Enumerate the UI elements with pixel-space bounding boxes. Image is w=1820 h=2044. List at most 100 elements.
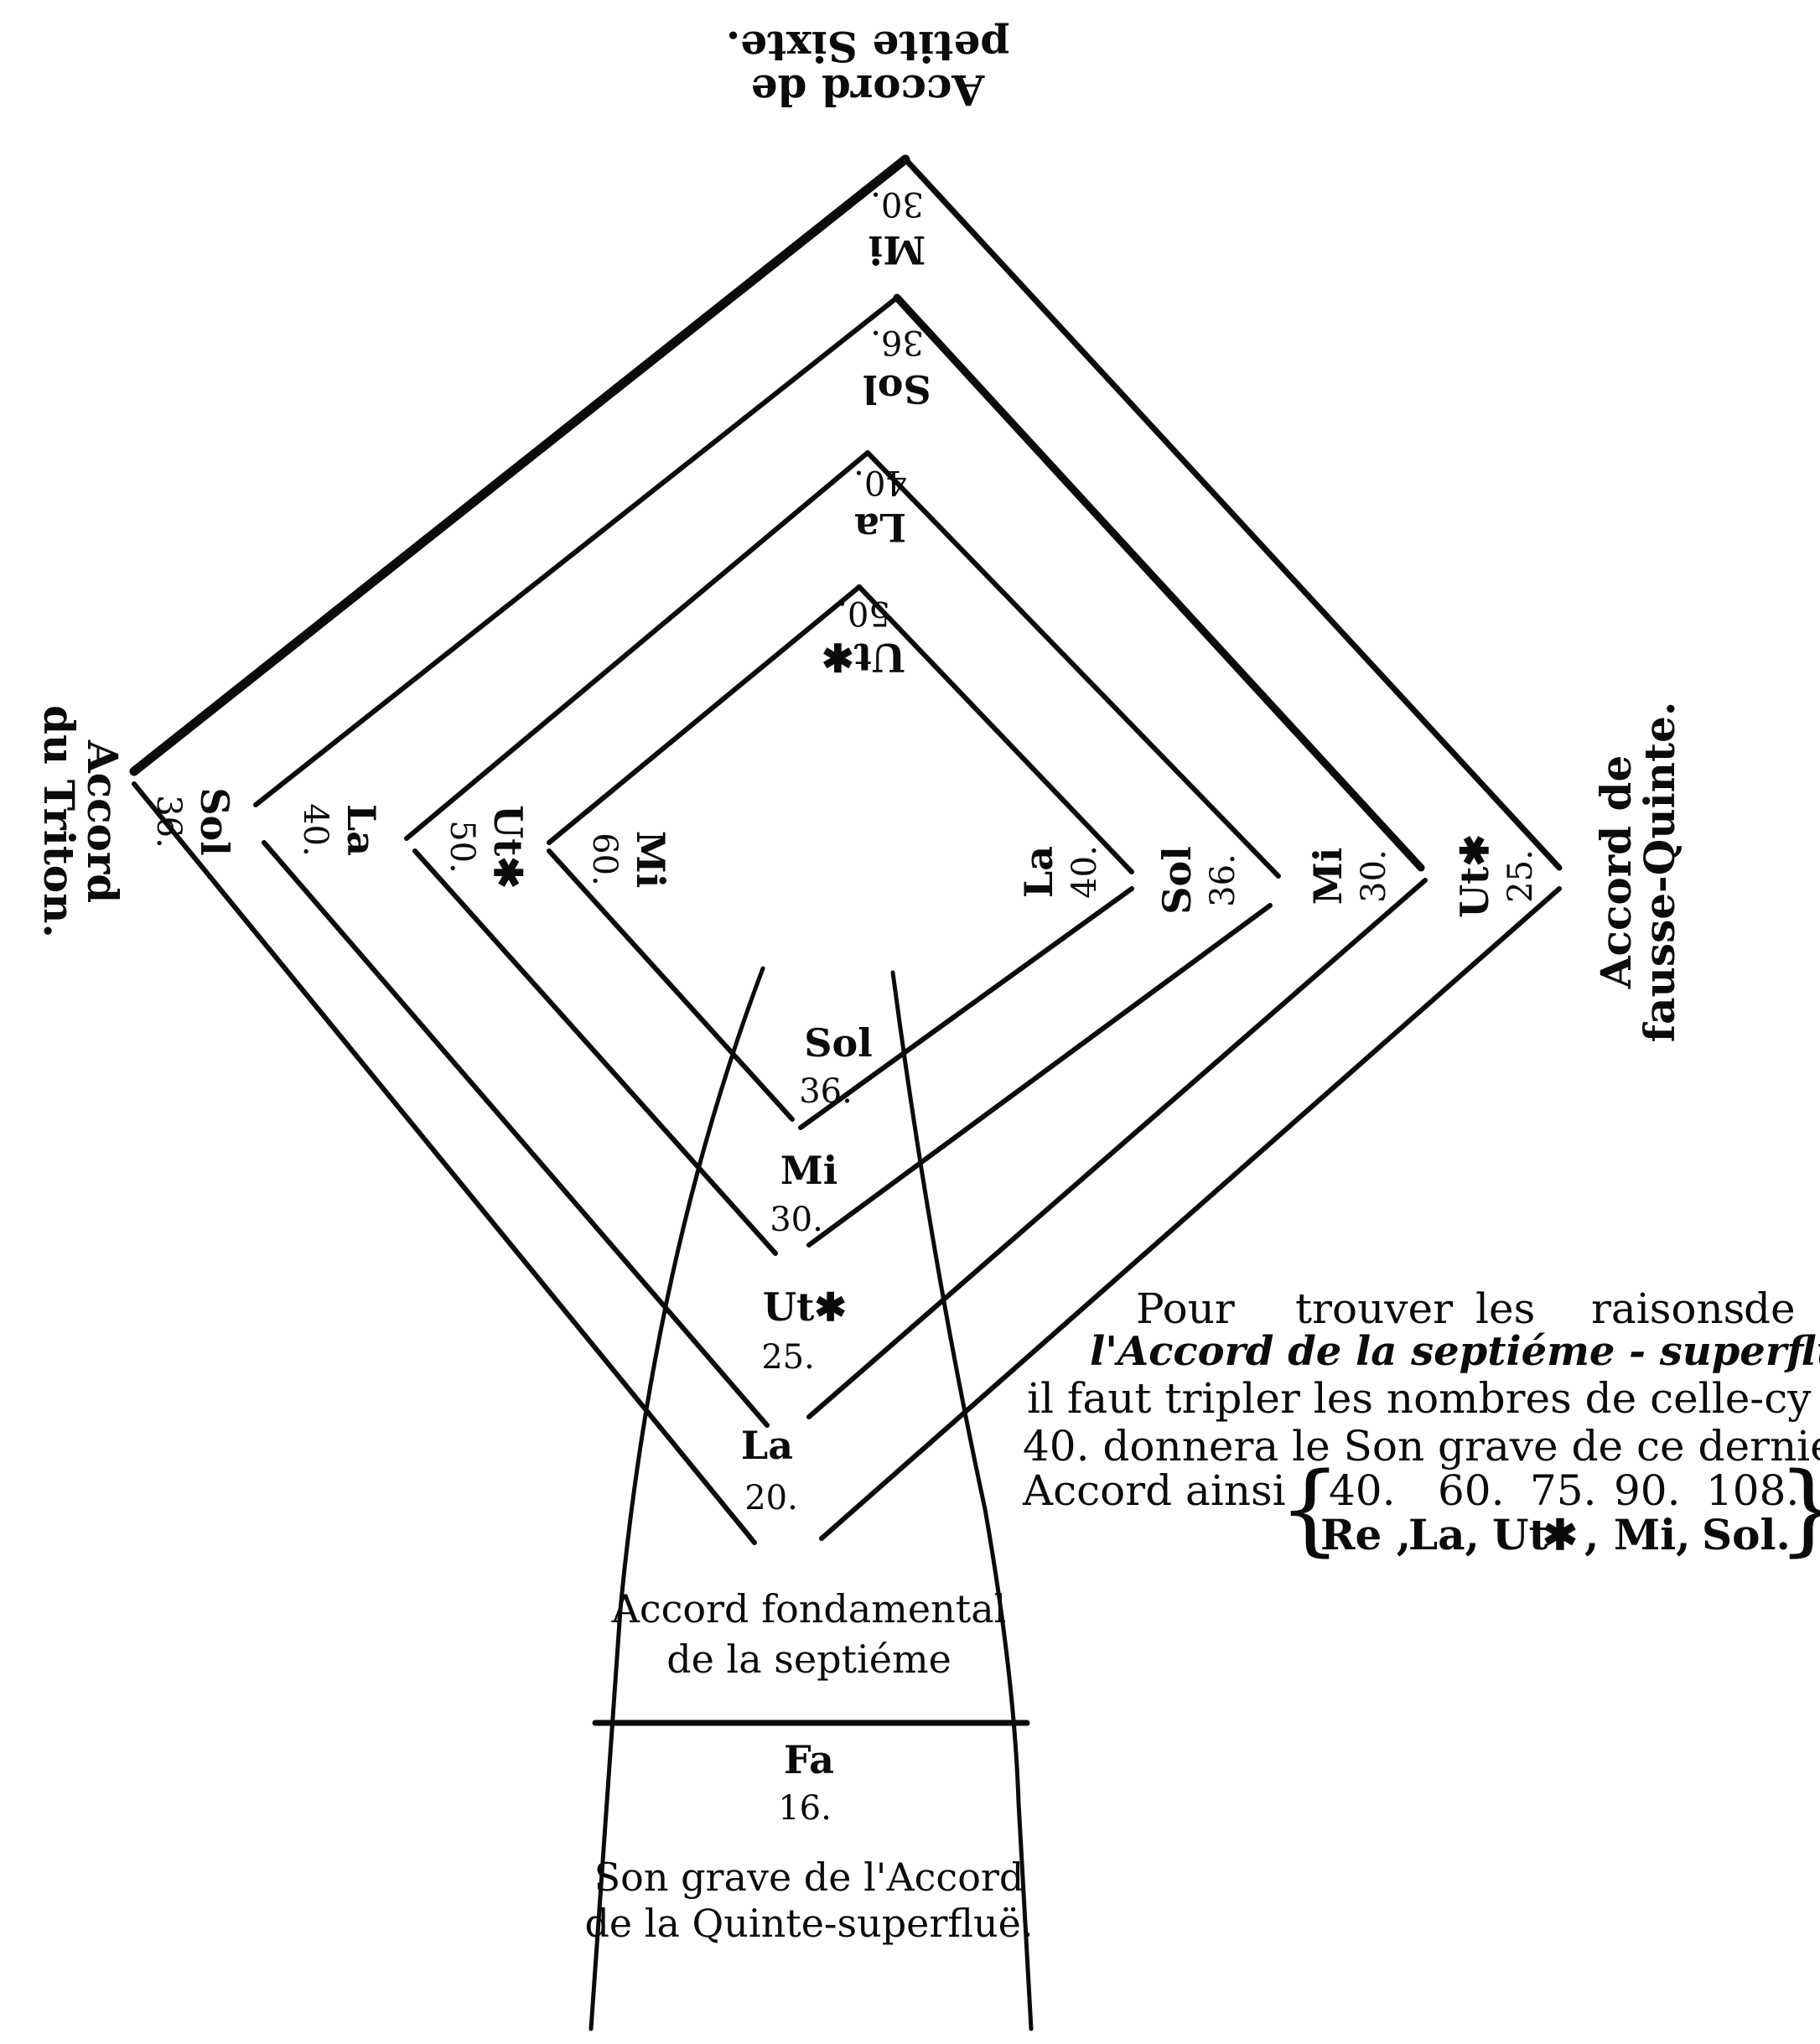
right-brace-icon: } [1777,1450,1820,1566]
third-top-note: La [854,505,906,550]
third-top-num: 40. [853,463,907,501]
fa-note: Fa [784,1737,834,1782]
corner-top-line-1: Accord de [751,65,986,115]
inner-top-note: Ut✱ [822,635,905,680]
third-left-note: Ut✱ [485,805,531,889]
outer-left-num: 36. [149,795,188,848]
outer-rhombus-top-left-edge [129,154,910,776]
second-bottom-num: 25. [761,1338,815,1377]
second-rhombus-bottom-right-edge [806,878,1428,1419]
third-right-note: Sol [1154,846,1200,914]
third-rhombus-top-left-edge [404,450,870,841]
inner-top-num: 50. [837,594,890,632]
third-bottom-num: 30. [770,1201,823,1239]
bottom-notes: Sol 36. Mi 30. Ut✱ 25. La 20. [741,1020,873,1517]
right-notes: Ut✱ 25. Mi 30. Sol 36. La 40. [1016,834,1540,918]
outer-right-note: Ut✱ [1452,834,1497,918]
outer-right-label: Ut✱ 25. [1452,834,1540,918]
fa-num: 16. [778,1789,832,1828]
side-note-line-2: l'Accord de la septiéme - superfluë , [1090,1328,1820,1375]
third-bottom-note: Mi [780,1148,837,1193]
third-top-label: La 40. [853,463,907,550]
outer-left-note: Sol [192,787,237,855]
second-bottom-note: Ut✱ [763,1284,847,1330]
sharp-icon: ✱ [485,856,531,889]
second-top-note: Sol [863,366,931,412]
inner-left-note: Mi [628,831,673,888]
second-right-label: Mi 30. [1305,848,1393,905]
sharp-icon: ✱ [814,1284,847,1330]
corner-top-line-2: petite Sixte. [726,22,1009,71]
outer-bottom-num: 20. [744,1479,798,1517]
bass-caption-line-1: Son grave de l'Accord [594,1855,1024,1900]
second-top-num: 36. [870,323,924,361]
sharp-icon: ✱ [1543,1510,1578,1559]
third-rhombus-bottom-left-edge [412,848,778,1256]
inner-right-num: 40. [1066,845,1104,899]
second-left-num: 40. [296,803,334,857]
inner-rhombus-bottom-right-edge [798,886,1134,1130]
trunk [589,966,1034,2031]
side-note-notes: Re , La, Ut ✱ , Mi, Sol. [1320,1510,1791,1559]
inner-left-num: 60. [585,833,624,886]
trunk-right-line [890,970,1034,2031]
rhombus-edges [129,154,1563,1545]
inner-rhombus-top-right-edge [857,584,1134,874]
side-note-accord-word: Accord ainsi [1022,1466,1286,1515]
outer-top-note: Mi [869,227,926,272]
bass-caption-line-2: de la Quinte-superfluë. [584,1901,1033,1946]
side-note-line-4: 40. donnera le Son grave de ce dernier [1023,1422,1820,1471]
second-rhombus-bottom-left-edge [262,840,770,1428]
left-brace-icon: { [1278,1450,1341,1566]
third-left-label: Ut✱ 50. [443,805,531,889]
inner-rhombus-bottom-left-edge [547,848,795,1122]
inner-left-label: Mi 60. [585,831,673,888]
left-notes: Sol 36. La 40. Ut✱ 50. Mi 60. [149,787,673,889]
top-notes: Mi 30. Sol 36. La 40. Ut✱ 50. [822,184,931,680]
corner-label-left: Accord du Triton. [34,705,127,938]
outer-rhombus-top-right-edge [902,156,1563,871]
side-note-line-3: il faut tripler les nombres de celle-cy … [1027,1374,1820,1423]
third-right-num: 36. [1204,853,1242,907]
second-right-num: 30. [1355,849,1393,903]
outer-right-num: 25. [1501,849,1540,903]
inner-right-note: La [1016,846,1061,898]
corner-label-top: Accord de petite Sixte. [726,22,1009,115]
corner-left-line-1: Accord [78,739,127,903]
third-left-num: 50. [443,820,481,874]
inner-right-label: La 40. [1016,845,1104,899]
second-top-label: Sol 36. [863,323,931,412]
sharp-icon: ✱ [1452,834,1497,867]
third-right-label: Sol 36. [1154,846,1242,914]
second-left-note: La [339,804,384,856]
inner-bottom-note: Sol [804,1020,872,1066]
side-note-numbers: 40. 60. 75. 90. 108. [1329,1466,1799,1515]
inner-bottom-num: 36. [799,1072,853,1111]
corner-label-right: Accord de fausse-Quinte. [1591,702,1684,1043]
third-rhombus-bottom-right-edge [806,903,1273,1248]
third-rhombus-top-right-edge [865,450,1281,879]
second-right-note: Mi [1305,848,1351,905]
trunk-captions: Accord fondamental de la septiéme Fa 16.… [584,1586,1033,1946]
sharp-icon: ✱ [822,635,854,680]
trunk-left-line [589,966,765,2031]
corner-right-line-2: fausse-Quinte. [1635,702,1684,1043]
outer-left-label: Sol 36. [149,787,237,855]
outer-rhombus-bottom-left-edge [132,781,757,1545]
side-note: Pour trouver les raisons de l'Accord de … [1022,1284,1820,1566]
second-rhombus-top-left-edge [253,295,900,807]
outer-top-num: 30. [870,184,924,223]
trunk-caption-line-2: de la septiéme [666,1637,951,1682]
inner-top-label: Ut✱ 50. [822,594,905,680]
inner-rhombus-top-left-edge [547,584,862,845]
second-left-label: La 40. [296,803,384,857]
outer-bottom-note: La [741,1423,793,1468]
trunk-caption-line-1: Accord fondamental [611,1586,1007,1632]
corner-left-line-2: du Triton. [34,705,84,938]
outer-top-label: Mi 30. [869,184,926,272]
corner-right-line-1: Accord de [1591,755,1641,990]
side-note-line-1: Pour trouver les raisons de [1136,1284,1796,1333]
second-rhombus-top-right-edge [893,293,1425,872]
outer-rhombus-bottom-right-edge [819,886,1562,1541]
